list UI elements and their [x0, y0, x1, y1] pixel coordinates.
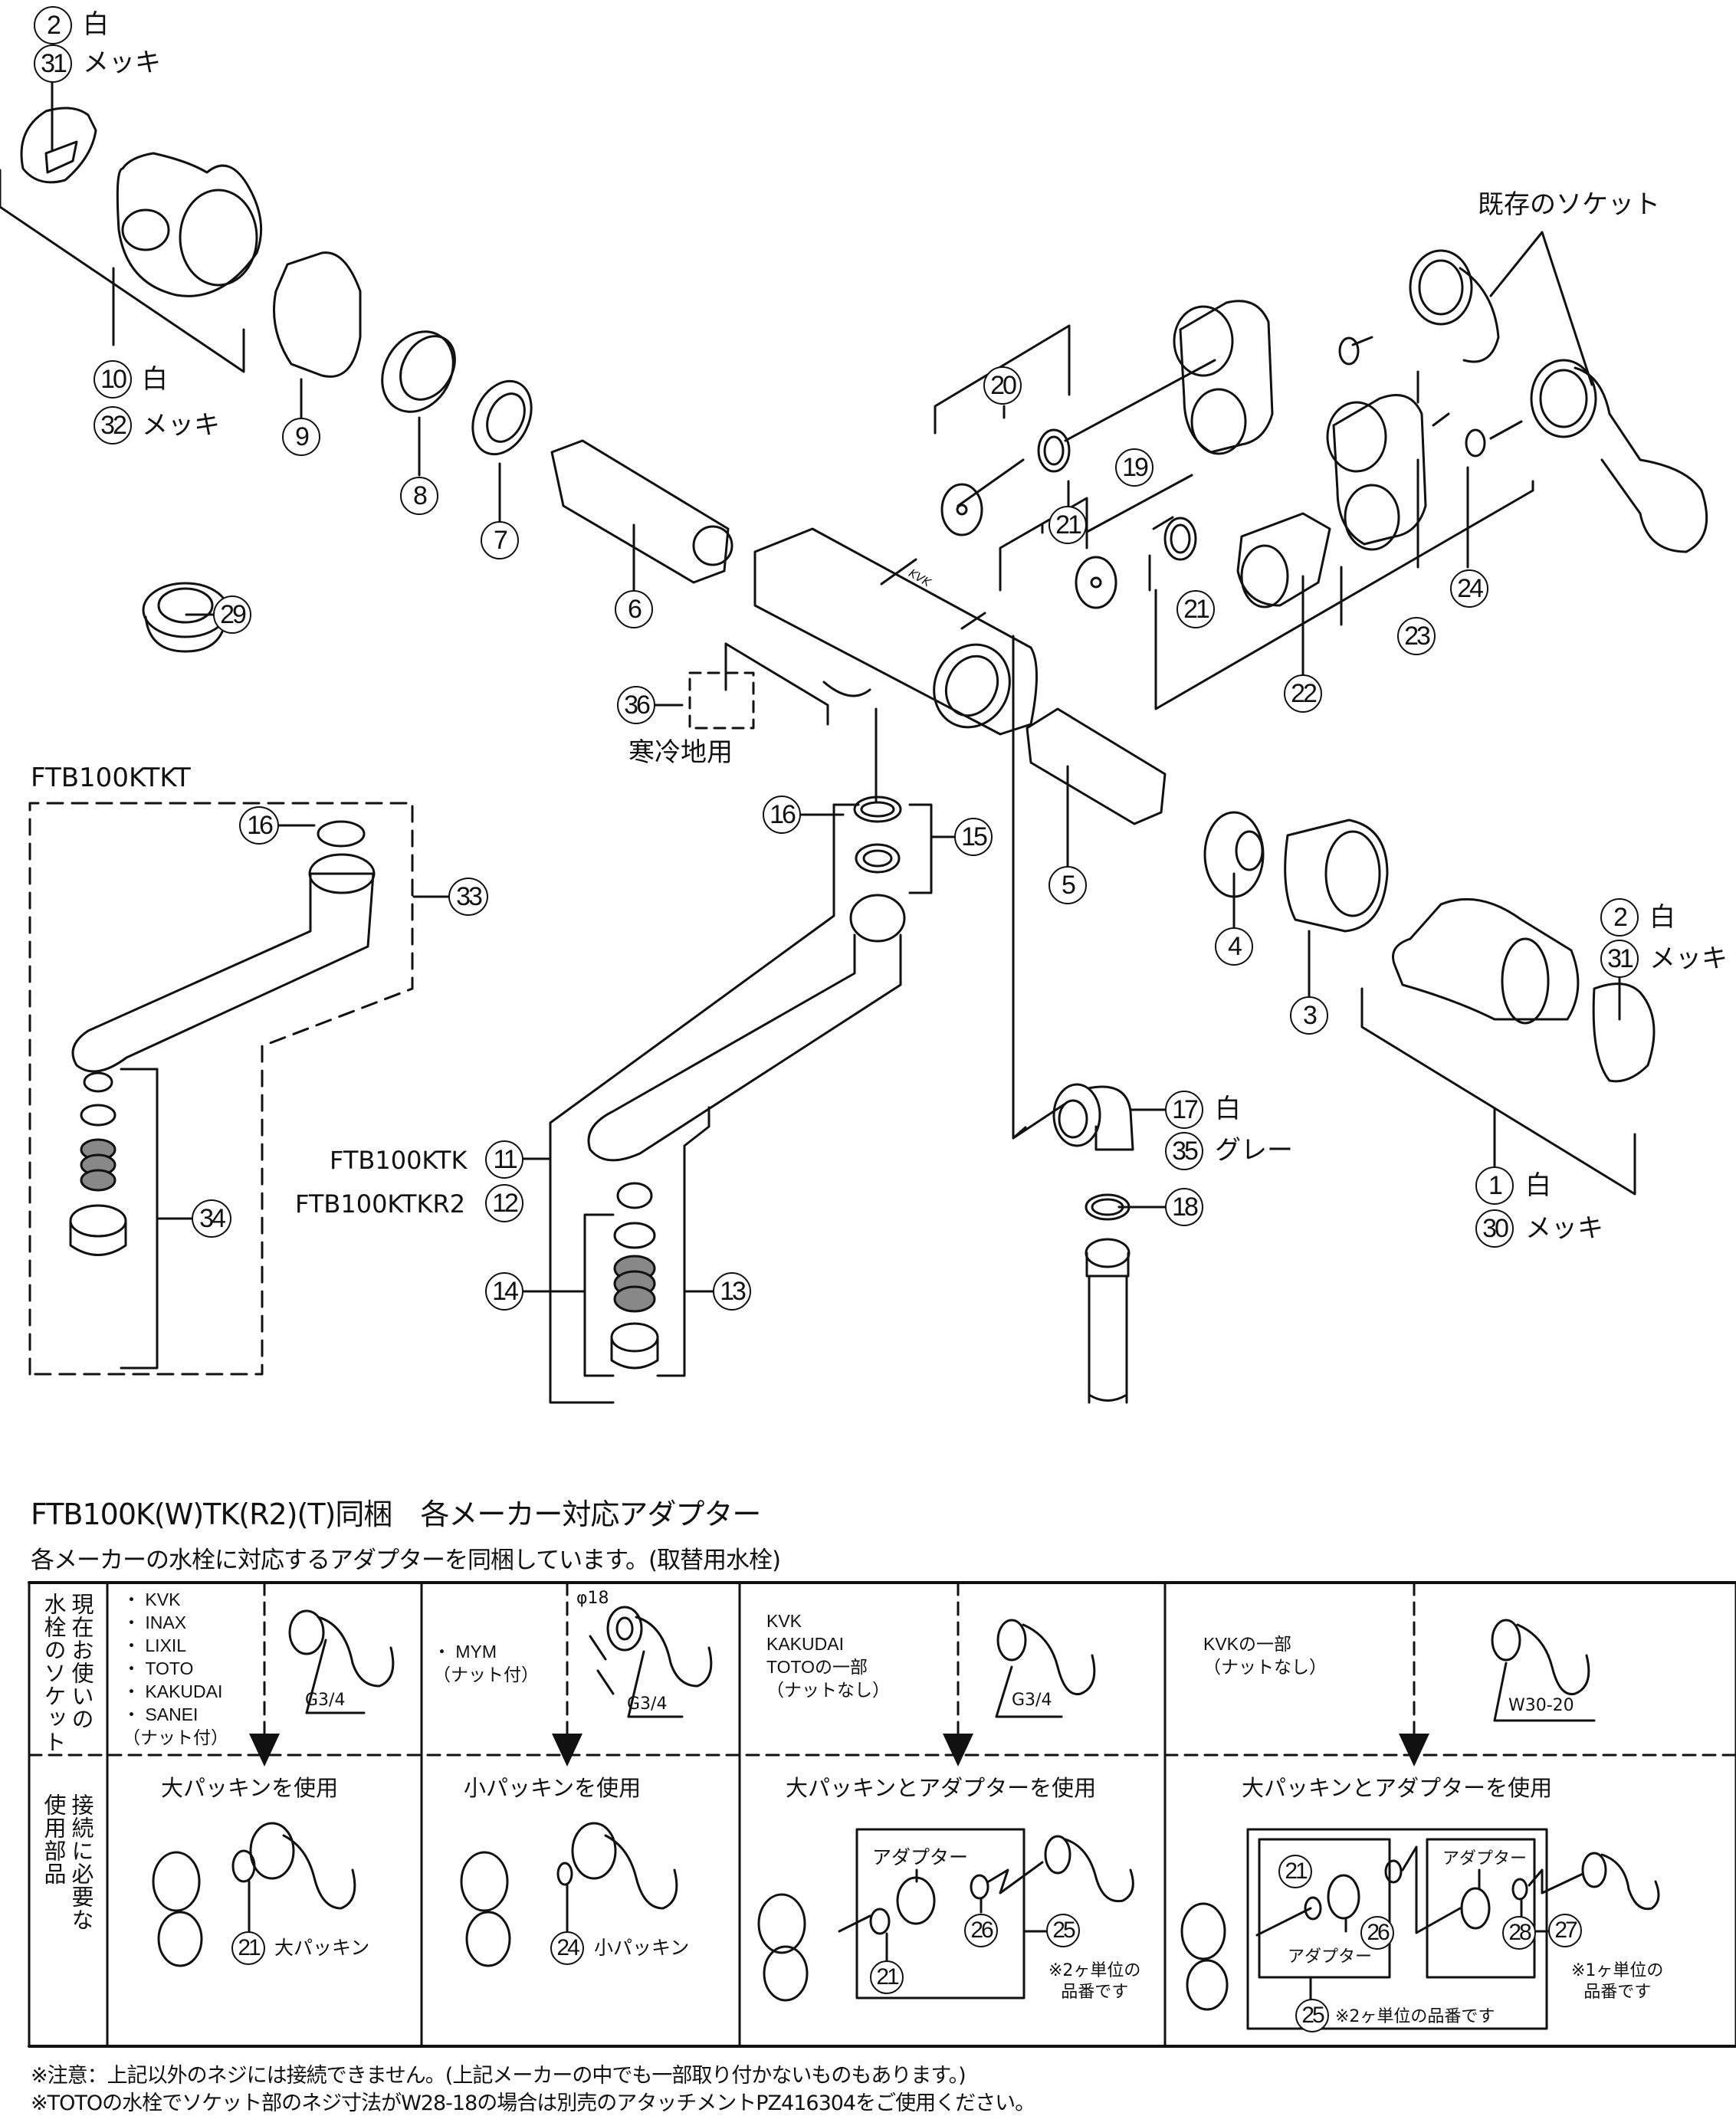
col4-part-26: 26: [1360, 1916, 1394, 1950]
col4-part-27: 27: [1548, 1914, 1582, 1947]
callout-17-color: 白: [1215, 1094, 1241, 1124]
callout-1-color: 白: [1525, 1170, 1551, 1201]
callout-2-right: 2: [1600, 898, 1639, 937]
col1-usage-title: 大パッキンを使用: [161, 1775, 339, 1801]
model-ftb100ktkr2: FTB100KTKR2: [295, 1189, 466, 1219]
callout-16-main: 16: [763, 796, 801, 834]
adapter-section-title: FTB100K(W)TK(R2)(T)同梱 各メーカー対応アダプター: [31, 1498, 761, 1531]
callout-5: 5: [1048, 866, 1087, 904]
col4-thread-label: W30-20: [1508, 1696, 1574, 1715]
col2-dimension-label: φ18: [576, 1589, 609, 1608]
col4-usage-title: 大パッキンとアダプターを使用: [1242, 1775, 1553, 1801]
callout-7: 7: [481, 521, 519, 559]
col4-makers: KVKの一部 （ナットなし）: [1203, 1634, 1327, 1677]
col3-usage-title: 大パッキンとアダプターを使用: [786, 1775, 1097, 1801]
cold-region-label: 寒冷地用: [628, 737, 733, 768]
callout-31-finish-top: メッキ: [83, 48, 161, 78]
callout-2-color-right: 白: [1649, 902, 1675, 933]
adapter-table-grid: [28, 1581, 1736, 2048]
callout-8: 8: [400, 477, 438, 515]
callout-4: 4: [1215, 927, 1253, 966]
callout-11: 11: [485, 1140, 523, 1179]
col4-adapter-label-a: アダプター: [1288, 1947, 1373, 1967]
ftb100ktkt-group-box: [28, 802, 414, 1376]
callout-31-finish-right: メッキ: [1649, 943, 1728, 974]
col4-note-25: ※2ヶ単位の品番です: [1335, 2007, 1495, 2026]
col1-thread-label: G3/4: [305, 1691, 346, 1710]
callout-19: 19: [1115, 448, 1154, 487]
col3-adapter-label: アダプター: [872, 1846, 969, 1868]
col3-makers: KVK KAKUDAI TOTOの一部 （ナットなし）: [766, 1611, 890, 1700]
ftb100ktkt-title: FTB100KTKT: [31, 763, 191, 793]
col2-makers: ・ MYM （ナット付）: [433, 1642, 539, 1685]
callout-35: 35: [1165, 1132, 1203, 1170]
callout-23: 23: [1397, 617, 1436, 655]
callout-16-ktkt: 16: [239, 806, 279, 845]
col1-part-21-name: 大パッキン: [274, 1937, 370, 1959]
callout-1: 1: [1475, 1166, 1514, 1205]
callout-2-color-top: 白: [83, 9, 109, 40]
footnote-toto: ※TOTOの水栓でソケット部のネジ寸法がW28-18の場合は別売のアタッチメント…: [31, 2091, 1035, 2115]
col3-thread-label: G3/4: [1012, 1691, 1052, 1710]
col3-part-21: 21: [870, 1960, 904, 1994]
col3-unit-note: ※2ヶ単位の 品番です: [1048, 1961, 1141, 2002]
col4-part-25: 25: [1295, 1999, 1329, 2032]
callout-2-top: 2: [34, 6, 72, 44]
col4-part-21: 21: [1278, 1855, 1312, 1888]
callout-21-b: 21: [1176, 590, 1215, 628]
callout-33: 33: [448, 878, 488, 916]
leader-lines: [0, 74, 1636, 1404]
col2-usage-title: 小パッキンを使用: [464, 1775, 642, 1801]
callout-9: 9: [282, 418, 320, 456]
callout-13: 13: [713, 1272, 751, 1311]
callout-17: 17: [1165, 1091, 1203, 1129]
col4-note-27: ※1ヶ単位の 品番です: [1571, 1961, 1664, 2002]
callout-12: 12: [485, 1184, 523, 1222]
col2-thread-label: G3/4: [627, 1694, 668, 1714]
callout-36: 36: [617, 686, 655, 724]
col2-part-24-name: 小パッキン: [594, 1937, 690, 1959]
callout-30: 30: [1475, 1209, 1514, 1248]
callout-20: 20: [983, 366, 1022, 405]
col1-makers: ・ KVK ・ INAX ・ LIXIL ・ TOTO ・ KAKUDAI ・ …: [123, 1589, 228, 1747]
callout-21-a: 21: [1048, 506, 1087, 544]
callout-22: 22: [1284, 674, 1322, 713]
col3-part-25: 25: [1046, 1914, 1080, 1947]
col2-part-24: 24: [550, 1931, 584, 1965]
row-header-current-socket: 現在お使いの 水栓のソケット: [41, 1593, 94, 1753]
callout-31-top: 31: [34, 44, 72, 83]
callout-6: 6: [615, 590, 653, 628]
footnote-caution: ※注意：上記以外のネジには接続できません。(上記メーカーの中でも一部取り付かない…: [31, 2064, 966, 2088]
existing-socket-label: 既存のソケット: [1478, 189, 1660, 220]
adapter-section-subtitle: 各メーカーの水栓に対応するアダプターを同梱しています。(取替用水栓): [31, 1547, 781, 1574]
cold-region-part-box: [688, 671, 755, 730]
callout-35-color: グレー: [1215, 1135, 1293, 1166]
callout-18: 18: [1165, 1188, 1203, 1226]
callout-32-finish: メッキ: [142, 410, 220, 441]
callout-29: 29: [213, 595, 251, 634]
callout-24: 24: [1450, 569, 1488, 608]
callout-31-right: 31: [1600, 940, 1639, 978]
model-ftb100ktk: FTB100KTK: [330, 1146, 468, 1175]
col4-part-28: 28: [1502, 1916, 1536, 1950]
col3-part-26: 26: [964, 1914, 998, 1947]
part-drawings: [20, 107, 1708, 1404]
callout-32: 32: [94, 406, 132, 445]
callout-3: 3: [1290, 996, 1328, 1035]
row-header-required-parts: 接続に必要な 使用部品: [41, 1793, 94, 1931]
callout-10-color: 白: [142, 364, 168, 395]
callout-15: 15: [954, 818, 993, 856]
col1-part-21: 21: [231, 1931, 265, 1965]
callout-10: 10: [94, 360, 132, 399]
callout-14: 14: [485, 1272, 523, 1311]
callout-34: 34: [192, 1199, 231, 1238]
col4-adapter-label-b: アダプター: [1442, 1849, 1528, 1868]
callout-30-finish: メッキ: [1525, 1213, 1603, 1244]
